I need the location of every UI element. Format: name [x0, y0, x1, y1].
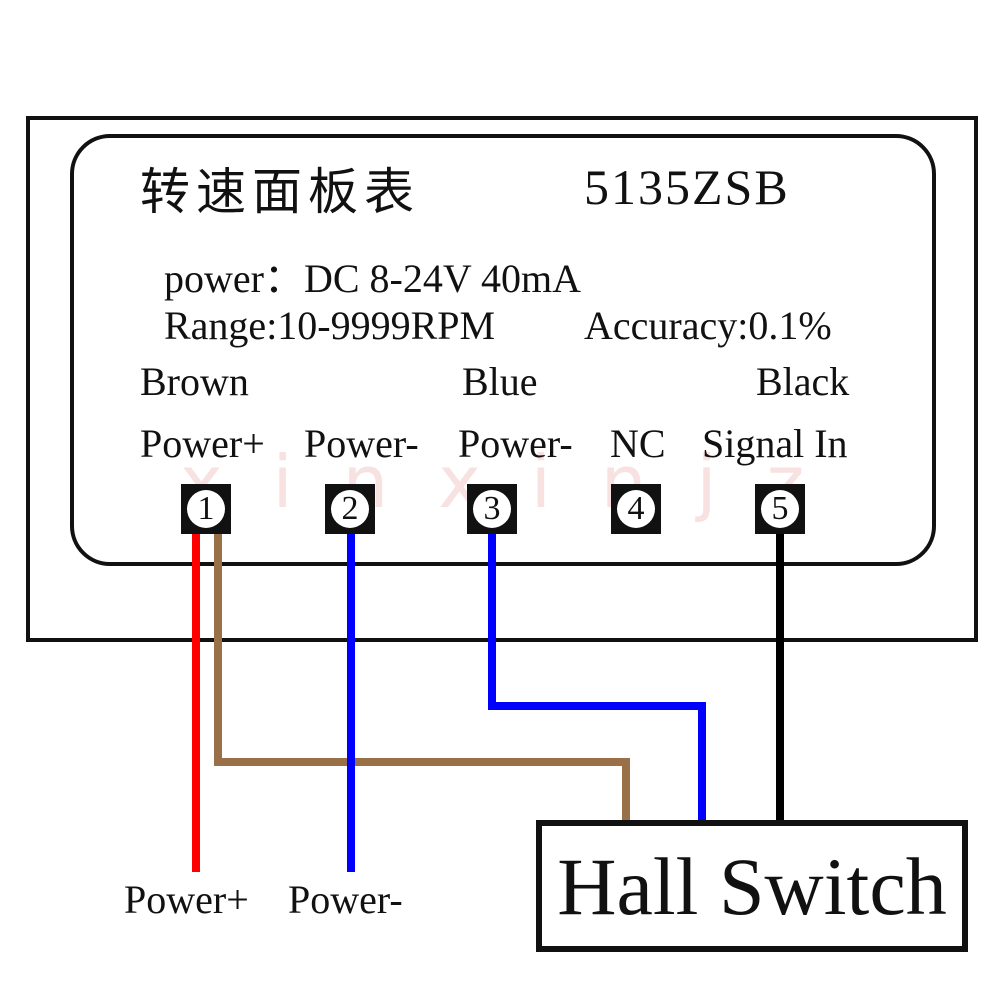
pin-label-3: Power-: [458, 421, 573, 466]
wire-color-brown: Brown: [140, 359, 249, 404]
supply-negative-label: Power-: [288, 877, 403, 922]
meter-title: 转速面板表: [140, 164, 420, 220]
terminal-1-number: 1: [187, 490, 225, 528]
pin-label-5: Signal In: [702, 421, 848, 466]
label-panel: [70, 134, 936, 566]
terminal-2: 2: [325, 484, 375, 534]
supply-positive-label: Power+: [124, 877, 249, 922]
model-number: 5135ZSB: [584, 159, 790, 215]
terminal-3-number: 3: [473, 490, 511, 528]
terminal-5: 5: [755, 484, 805, 534]
pin-label-2: Power-: [304, 421, 419, 466]
terminal-4: 4: [611, 484, 661, 534]
range-spec: Range:10-9999RPM: [164, 303, 496, 348]
terminal-3: 3: [467, 484, 517, 534]
terminal-2-number: 2: [331, 490, 369, 528]
hall-switch-label: Hall Switch: [557, 841, 947, 932]
meter-housing: [26, 116, 978, 642]
pin-label-4: NC: [610, 421, 666, 466]
terminal-5-number: 5: [761, 490, 799, 528]
wire-color-blue: Blue: [462, 359, 538, 404]
pin-label-1: Power+: [140, 421, 265, 466]
accuracy-spec: Accuracy:0.1%: [584, 303, 832, 348]
terminal-4-number: 4: [617, 490, 655, 528]
terminal-1: 1: [181, 484, 231, 534]
blue-sensor-wire: [488, 530, 706, 822]
power-spec: power：DC 8-24V 40mA: [164, 256, 582, 301]
wire-color-black: Black: [756, 359, 850, 404]
hall-switch-box: [536, 820, 968, 952]
brown-wire: [214, 530, 630, 822]
